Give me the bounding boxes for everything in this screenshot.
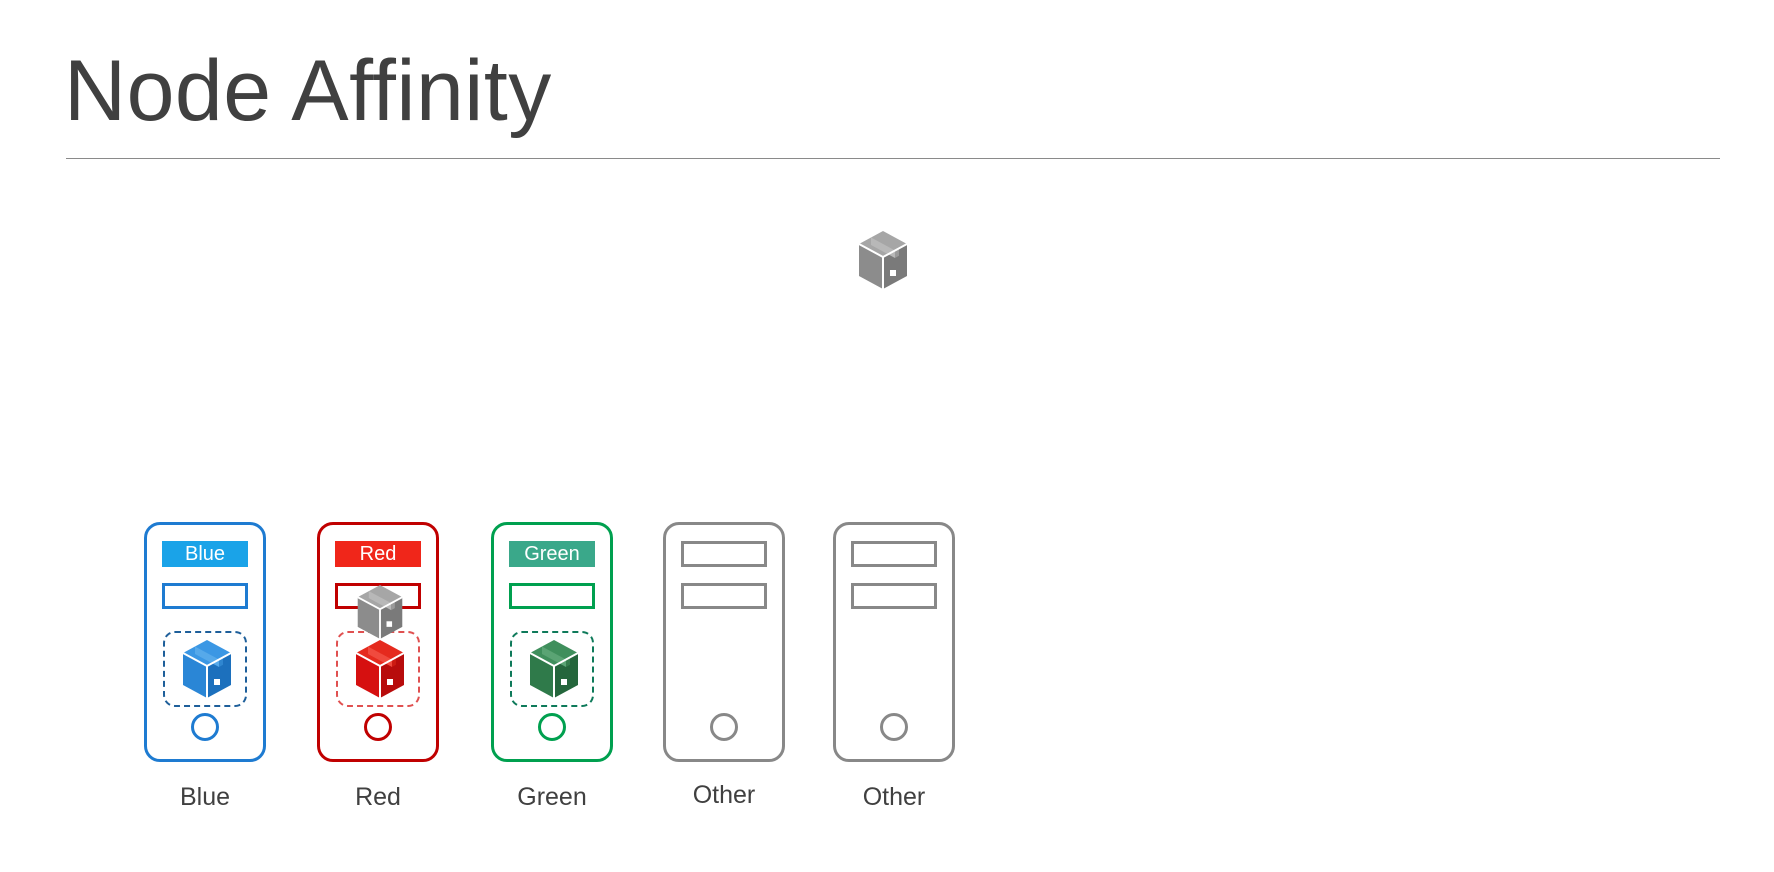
power-button-icon [710, 713, 738, 741]
power-button-icon [364, 713, 392, 741]
node-label-tag: Red [335, 541, 421, 567]
drive-bay [509, 583, 595, 609]
pending-pod-package-icon[interactable] [855, 228, 911, 292]
package-icon [182, 640, 232, 698]
pod-slot [510, 631, 594, 707]
placing-pod-package-icon[interactable] [354, 582, 406, 642]
node-label-tag: Green [509, 541, 595, 567]
node-caption-green: Green [517, 783, 587, 811]
node-other-2[interactable] [833, 522, 955, 762]
node-blue[interactable]: Blue [144, 522, 266, 762]
slide-title: Node Affinity [64, 43, 552, 139]
node-red[interactable]: Red [317, 522, 439, 762]
node-label-tag: Blue [162, 541, 248, 567]
node-caption-blue: Blue [179, 783, 231, 811]
power-button-icon [191, 713, 219, 741]
node-green[interactable]: Green [491, 522, 613, 762]
drive-bay [851, 541, 937, 567]
power-button-icon [880, 713, 908, 741]
node-caption-other-1: Other [692, 781, 756, 809]
package-icon [529, 640, 579, 698]
drive-bay [681, 541, 767, 567]
package-icon [355, 640, 405, 698]
title-divider [66, 158, 1720, 159]
power-button-icon [538, 713, 566, 741]
node-caption-other-2: Other [862, 783, 926, 811]
drive-bay [851, 583, 937, 609]
drive-bay [162, 583, 248, 609]
node-caption-red: Red [355, 783, 401, 811]
pod-slot [163, 631, 247, 707]
node-other-1[interactable] [663, 522, 785, 762]
drive-bay [681, 583, 767, 609]
pod-slot [336, 631, 420, 707]
